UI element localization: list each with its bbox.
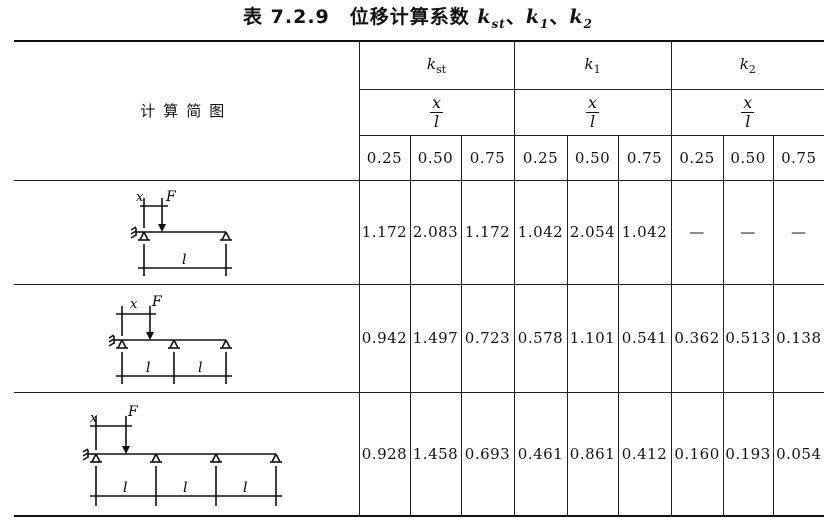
coefficient-cell: 1.101 bbox=[566, 283, 619, 393]
coefficient-cell: — bbox=[722, 179, 774, 285]
ratio-value: 0.50 bbox=[409, 134, 462, 181]
single-span-beam-diagram: x F l bbox=[130, 189, 233, 276]
table-row: x F l 1.172 2.083 1.172 1.042 2.054 1.04… bbox=[14, 179, 825, 285]
coefficient-cell: 0.578 bbox=[513, 283, 568, 393]
span-label: l bbox=[198, 360, 202, 376]
table-row: x F l l l 0.928 1.458 0.693 0.461 0.861 … bbox=[14, 391, 825, 517]
coefficient-cell: 0.461 bbox=[513, 391, 568, 517]
title-k-2: k2 bbox=[569, 6, 593, 31]
group-header-k-2: k2 bbox=[670, 40, 825, 90]
ratio-value: 0.75 bbox=[617, 134, 672, 181]
beam-diagram-1-span: x F l bbox=[14, 179, 360, 285]
coefficient-cell: — bbox=[772, 179, 825, 285]
title-k-1: k1 bbox=[525, 6, 550, 31]
x-label: x bbox=[130, 297, 138, 312]
coefficient-cell: 1.172 bbox=[358, 179, 411, 285]
coefficient-cell: 2.054 bbox=[566, 179, 619, 285]
force-label: F bbox=[151, 294, 163, 310]
span-label: l bbox=[183, 480, 187, 496]
coefficient-cell: 0.693 bbox=[460, 391, 515, 517]
span-label: l bbox=[123, 480, 127, 496]
table-row: x F l l 0.942 1.497 0.723 0.578 1.101 0.… bbox=[14, 283, 825, 393]
coefficient-cell: 0.193 bbox=[722, 391, 774, 517]
coefficient-cell: — bbox=[670, 179, 724, 285]
span-label: l bbox=[243, 480, 247, 496]
x-label: x bbox=[136, 190, 144, 205]
coefficient-cell: 1.458 bbox=[409, 391, 462, 517]
coefficient-cell: 0.861 bbox=[566, 391, 619, 517]
span-label: l bbox=[146, 360, 150, 376]
coefficient-cell: 0.160 bbox=[670, 391, 724, 517]
coefficient-cell: 0.942 bbox=[358, 283, 411, 393]
coefficient-cell: 0.541 bbox=[617, 283, 672, 393]
coefficient-cell: 0.928 bbox=[358, 391, 411, 517]
title-prefix: 表 7.2.9 位移计算系数 bbox=[243, 6, 478, 28]
ratio-value: 0.75 bbox=[772, 134, 825, 181]
title-separator: 、 bbox=[549, 6, 570, 28]
beam-diagram-3-span: x F l l l bbox=[14, 391, 360, 517]
x-label: x bbox=[90, 411, 98, 426]
force-label: F bbox=[165, 189, 177, 205]
beam-diagram-2-span: x F l l bbox=[14, 283, 360, 393]
group-header-k-st: kst bbox=[358, 40, 515, 90]
span-label: l bbox=[182, 252, 186, 268]
coefficient-cell: 0.138 bbox=[772, 283, 825, 393]
coefficient-cell: 0.723 bbox=[460, 283, 515, 393]
coefficient-cell: 2.083 bbox=[409, 179, 462, 285]
ratio-value: 0.25 bbox=[670, 134, 724, 181]
coefficient-cell: 0.412 bbox=[617, 391, 672, 517]
ratio-value: 0.25 bbox=[359, 134, 411, 181]
ratio-value: 0.50 bbox=[722, 134, 774, 181]
diagram-column-header: 计算简图 bbox=[14, 40, 360, 181]
three-span-beam-diagram: x F l l l bbox=[82, 404, 283, 506]
coefficient-cell: 0.513 bbox=[722, 283, 774, 393]
two-span-beam-diagram: x F l l bbox=[108, 294, 233, 384]
table-title: 表 7.2.9 位移计算系数 kst、k1、k2 bbox=[0, 2, 836, 32]
coefficient-cell: 1.497 bbox=[409, 283, 462, 393]
ratio-value: 0.25 bbox=[513, 134, 568, 181]
coefficient-cell: 1.172 bbox=[460, 179, 515, 285]
coefficient-cell: 1.042 bbox=[617, 179, 672, 285]
ratio-value: 0.50 bbox=[566, 134, 619, 181]
coefficient-cell: 0.362 bbox=[670, 283, 724, 393]
coefficient-cell: 1.042 bbox=[513, 179, 568, 285]
group-header-k-1: k1 bbox=[513, 40, 672, 90]
ratio-value: 0.75 bbox=[460, 134, 515, 181]
title-k-st: kst bbox=[477, 6, 506, 31]
force-label: F bbox=[127, 404, 139, 420]
coefficient-cell: 0.054 bbox=[772, 391, 825, 517]
title-separator: 、 bbox=[505, 6, 526, 28]
